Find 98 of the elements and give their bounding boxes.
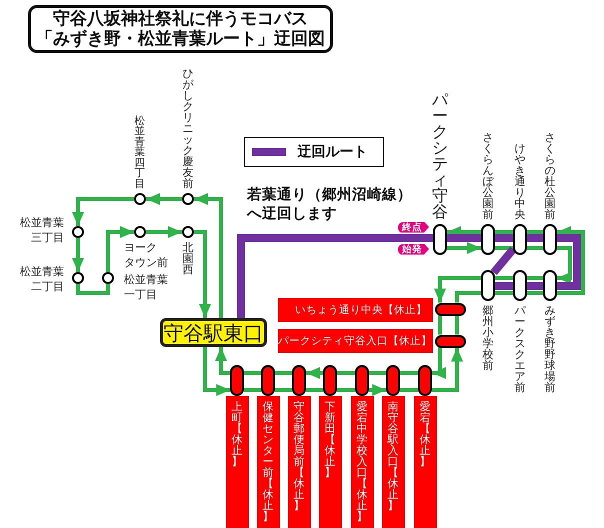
stop-name: 松並青葉一丁目	[124, 273, 169, 302]
stop-name: 松並青葉二丁目	[18, 265, 64, 294]
stop-circle	[134, 193, 146, 205]
route-line	[495, 276, 513, 280]
route-line	[495, 291, 513, 295]
closed-stop-label: 南守谷駅入口【休止】	[382, 396, 404, 528]
route-line	[446, 242, 482, 254]
detour-line	[557, 234, 581, 290]
route-line	[306, 367, 323, 379]
terminal-tag: 始発	[398, 244, 429, 254]
route-line	[76, 284, 110, 295]
closed-stop-marker	[230, 364, 244, 396]
closed-stop-label: 愛宕【休止】	[414, 396, 436, 528]
route-line	[244, 388, 262, 392]
closed-stop-label: 守谷郵便局前【休止】	[288, 396, 310, 528]
route-line	[527, 230, 543, 234]
stop-circle	[134, 226, 146, 238]
stop-name: 松並青葉四丁目	[134, 116, 146, 189]
closed-stop-marker	[434, 334, 466, 348]
route-line	[434, 276, 481, 303]
detour-line	[237, 234, 433, 318]
detour-line	[490, 246, 516, 276]
detour-line	[495, 234, 513, 242]
route-line	[400, 371, 418, 375]
route-line	[556, 246, 572, 284]
closed-stop-label: パークシティ守谷入口【休止】	[278, 329, 433, 353]
route-line	[215, 347, 230, 375]
stop-marker	[543, 224, 557, 254]
stop-circle	[102, 272, 114, 284]
legend-text: 迂回ルート	[298, 142, 368, 160]
route-line	[106, 226, 134, 272]
closed-stop-label: 愛宕中学校入口【休止】	[350, 396, 374, 528]
route-line	[400, 388, 418, 392]
stop-name: さくらの杜公園前	[544, 132, 556, 220]
stop-marker	[481, 224, 495, 254]
closed-stop-marker	[434, 302, 466, 316]
closed-stop-marker	[418, 364, 432, 396]
route-line	[146, 193, 182, 205]
closed-stop-marker	[323, 364, 337, 396]
closed-stop-label: 上町【休止】	[226, 396, 248, 528]
route-line	[146, 226, 182, 238]
route-line	[203, 347, 230, 396]
stop-name: 北園西	[182, 242, 194, 275]
station-name: パークシティ守谷	[431, 92, 449, 220]
stop-marker	[543, 270, 557, 300]
station-box: 守谷駅東口	[160, 318, 267, 347]
stop-name: 松並青葉三丁目	[18, 216, 64, 245]
route-line	[432, 347, 446, 379]
closed-stop-marker	[261, 364, 275, 396]
route-line	[72, 238, 84, 272]
stop-name: パークスクエア前	[514, 304, 526, 392]
route-line	[557, 226, 585, 295]
stop-circle	[182, 226, 194, 238]
stop-name: みずき野野球場前	[544, 304, 556, 392]
detour-line	[527, 234, 543, 242]
route-line	[274, 388, 292, 392]
route-line	[495, 230, 513, 234]
stop-marker	[513, 270, 527, 300]
stop-name: 郷州小学校前	[482, 304, 494, 370]
route-line	[494, 246, 514, 250]
route-line	[526, 246, 544, 250]
route-line	[336, 388, 356, 392]
route-line	[72, 197, 134, 226]
closed-stop-marker	[355, 364, 369, 396]
title: 守谷八坂神社祭礼に伴うモコバス「みずき野・松並青葉ルート」迂回図	[28, 5, 333, 53]
stop-name: ヨークタウン前	[124, 241, 169, 270]
route-line	[244, 371, 261, 375]
stop-circle	[72, 226, 84, 238]
stop-marker	[433, 224, 447, 254]
route-line	[337, 371, 355, 375]
route-line	[194, 230, 211, 318]
route-line	[275, 371, 292, 375]
stop-circle	[182, 193, 194, 205]
terminal-tag: 終点	[398, 222, 429, 232]
route-line	[368, 384, 386, 396]
route-line	[369, 371, 386, 375]
route-line	[306, 388, 324, 392]
closed-stop-marker	[386, 364, 400, 396]
route-line	[432, 348, 463, 392]
stop-name: さくらんぼ公園前	[482, 132, 494, 220]
route-line	[527, 291, 543, 295]
stop-marker	[513, 224, 527, 254]
detour-line	[495, 282, 513, 290]
closed-stop-label: いちょう通り中央【休止】	[278, 298, 433, 322]
route-line	[438, 315, 442, 335]
detour-line	[527, 282, 543, 290]
stop-name: ひがしクリニック慶友前	[182, 68, 194, 189]
closed-stop-label: 下新田【休止】	[318, 396, 342, 528]
closed-stop-marker	[292, 364, 306, 396]
detour-line	[447, 234, 481, 242]
note: 若葉通り（郷州沼崎線）へ迂回します	[247, 186, 413, 222]
route-line	[194, 193, 223, 318]
stop-name: けやき通り中央	[514, 142, 526, 220]
route-line	[455, 316, 459, 334]
stop-marker	[481, 270, 495, 300]
route-line	[527, 276, 543, 280]
closed-stop-label: 保健センター前【休止】	[256, 396, 280, 528]
stop-circle	[72, 272, 84, 284]
